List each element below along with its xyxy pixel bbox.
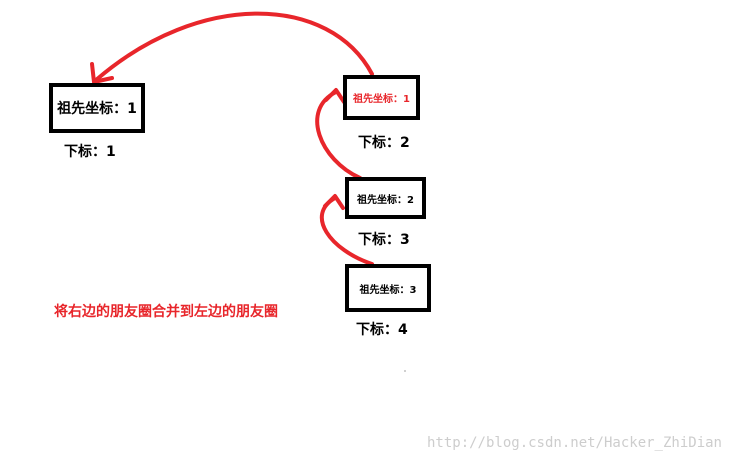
arrow-root-merge-head [90, 62, 114, 84]
watermark: http://blog.csdn.net/Hacker_ZhiDian [426, 435, 722, 451]
node-label-1: 祖先坐标：1 [57, 101, 137, 117]
arrow-root-merge [94, 11, 374, 82]
merge-caption: 将右边的朋友圈合并到左边的朋友圈 [54, 304, 278, 320]
index-label-4: 下标：4 [356, 322, 408, 338]
index-label-3: 下标：3 [358, 232, 410, 248]
node-box-2: 祖先坐标：1 [343, 75, 420, 120]
index-label-1: 下标：1 [64, 144, 116, 160]
node-label-2: 祖先坐标：1 [353, 94, 410, 105]
arrow-node3-to-node2-head [324, 88, 346, 104]
node-label-4: 祖先坐标：3 [359, 284, 417, 296]
node-label-3: 祖先坐标：2 [357, 194, 414, 206]
index-label-2: 下标：2 [358, 135, 410, 151]
stray-dot [404, 370, 406, 372]
node-box-4: 祖先坐标：3 [345, 264, 431, 312]
node-box-1: 祖先坐标：1 [49, 83, 145, 133]
node-box-3: 祖先坐标：2 [345, 177, 426, 219]
arrow-node4-to-node3-head [323, 194, 345, 210]
